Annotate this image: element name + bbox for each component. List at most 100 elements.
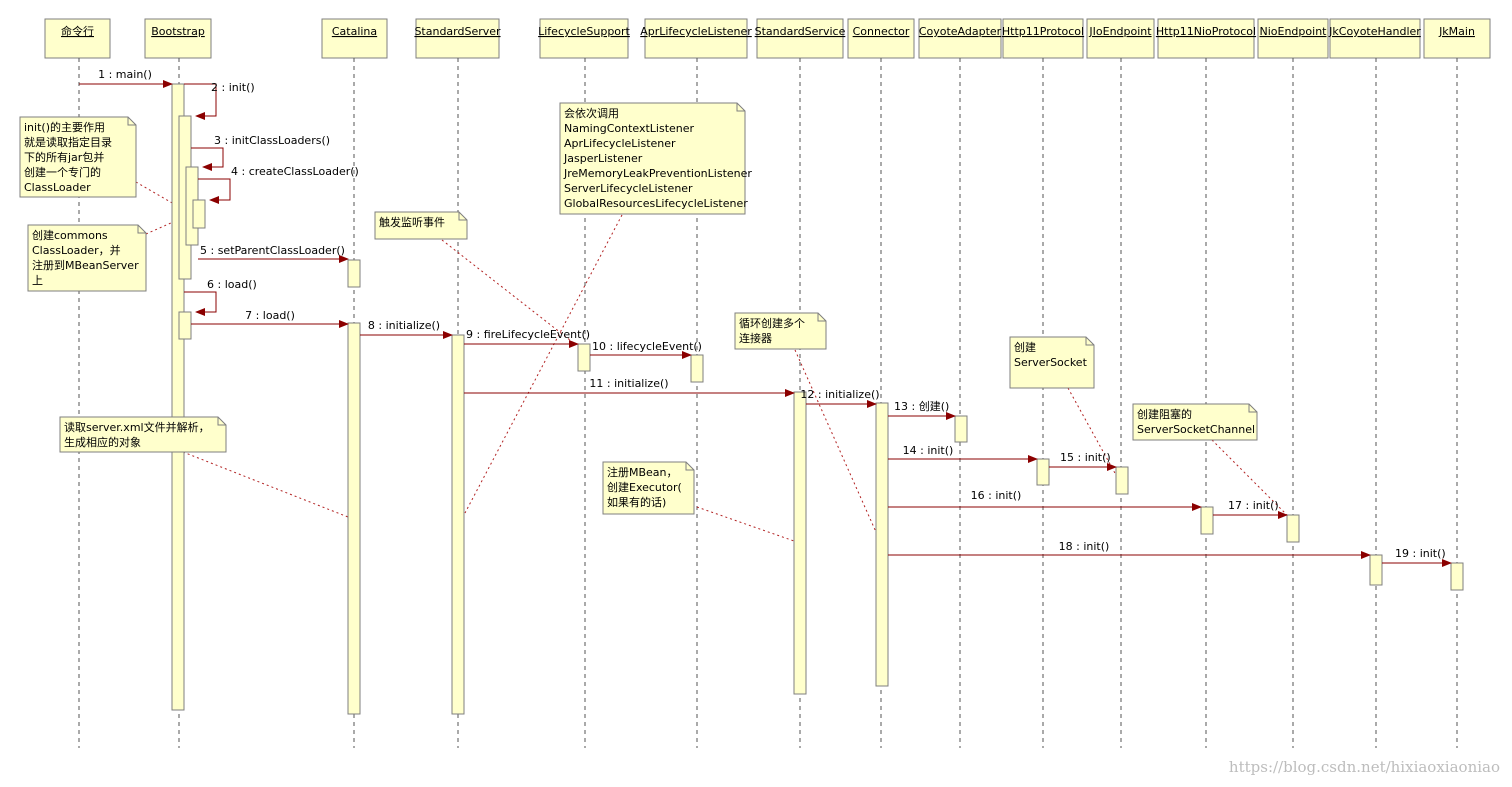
note-7: 创建阻塞的 ServerSocketChannel [1132,403,1258,441]
lifeline-box-connector [847,18,915,59]
note-9: 注册MBean，创建Executor(如果有的话) [602,461,695,515]
lifeline-box-standardservice [756,18,844,59]
self-message-arrow [184,291,217,316]
message-label: 7 : load() [245,309,295,322]
activation-bar [1200,506,1214,535]
note-fold [1085,337,1094,346]
activation-bar [347,259,361,288]
message-label: 9 : fireLifecycleEvent() [466,328,590,341]
note-line: JreMemoryLeakPreventionListener [563,167,752,180]
activation-bar [451,334,465,715]
note-line: 注册MBean， [607,465,678,479]
activation-bar [793,391,807,695]
lifeline-name: JkCoyoteHandler [1328,25,1421,38]
message-4: 4 : createClassLoader() [198,165,359,204]
message-label: 5 : setParentClassLoader() [200,244,345,257]
note-fold [817,313,826,322]
activation-bar [192,199,206,229]
note-line: 创建阻塞的 [1137,407,1192,421]
note-line: AprLifecycleListener [564,137,676,150]
note-line: 上 [32,274,43,287]
lifeline-name: AprLifecycleListener [640,25,752,38]
note-connector [182,451,349,518]
message-12: 12 : initialize() [800,388,880,408]
note-connector [1067,387,1117,476]
message-label: 4 : createClassLoader() [231,165,359,178]
message-6: 6 : load() [184,278,257,316]
message-15: 15 : init() [1049,451,1117,471]
lifeline-name: StandardServer [414,25,501,38]
note-line: ServerLifecycleListener [564,182,693,195]
note-box [27,224,147,292]
note-8: 读取server.xml文件并解析，生成相应的对象 [59,416,227,453]
note-box [602,461,695,515]
note-line: GlobalResourcesLifecycleListener [564,197,748,210]
note-box [1009,336,1095,389]
note-line: 读取server.xml文件并解析， [64,420,210,434]
message-label: 3 : initClassLoaders() [214,134,330,147]
note-line: 会依次调用 [564,106,619,120]
note-line: 创建commons [32,228,108,242]
note-line: 创建 [1014,340,1036,354]
note-line: 循环创建多个 [739,316,805,330]
activation-bar [577,343,591,372]
activation-bar [1369,554,1383,586]
activation-bar [875,402,889,687]
lifeline-box-standardserver [415,18,500,59]
message-3: 3 : initClassLoaders() [191,134,330,171]
activation-bar [690,354,704,383]
lifeline-box-http11nioprotocol [1157,18,1255,59]
note-line: 如果有的话) [607,495,666,509]
lifeline-name: Http11NioProtocol [1156,25,1256,38]
activation-bar [1286,514,1300,543]
message-label: 16 : init() [971,489,1022,502]
lifeline-name: Connector [853,25,910,38]
note-line: NamingContextListener [564,122,695,135]
message-18: 18 : init() [888,540,1371,559]
message-label: 8 : initialize() [368,319,440,332]
note-fold [127,117,136,126]
lifeline-name: CoyoteAdapter [919,25,1002,38]
note-box [1132,403,1258,441]
note-box [559,102,746,215]
message-10: 10 : lifecycleEvent() [590,340,702,359]
activation-bar [178,311,192,340]
note-fold [137,225,146,234]
lifeline-name: LifecycleSupport [538,25,630,38]
note-box [19,116,137,198]
lifeline-name: NioEndpoint [1260,25,1328,38]
note-line: 创建Executor( [607,480,682,494]
note-line: ServerSocketChannel [1137,423,1255,436]
activation-bar [954,415,968,443]
note-line: ClassLoader，并 [32,243,121,257]
activation-bar [1036,458,1050,486]
message-label: 1 : main() [98,68,152,81]
message-19: 19 : init() [1382,547,1452,567]
note-line: 下的所有jar包并 [24,150,104,164]
message-9: 9 : fireLifecycleEvent() [464,328,590,348]
lifeline-box-catalina [321,18,388,59]
lifeline-name: 命令行 [61,24,94,38]
lifeline-box-jioendpoint [1086,18,1155,59]
note-connector [135,181,199,219]
lifeline-name: JkMain [1438,25,1475,38]
activation-bar [347,322,361,715]
note-4: 会依次调用 NamingContextListenerAprLifecycleLi… [559,102,752,215]
message-label: 6 : load() [207,278,257,291]
note-line: 注册到MBeanServer [32,258,139,272]
note-box [59,416,227,453]
note-connector [696,506,795,542]
note-1: init()的主要作用就是读取指定目录下的所有jar包并创建一个专门的Class… [19,116,137,198]
note-line: ServerSocket [1014,356,1088,369]
message-label: 17 : init() [1228,499,1279,512]
note-fold [217,417,226,426]
note-connector [441,239,576,345]
note-connector [794,349,877,533]
message-label: 19 : init() [1395,547,1446,560]
lifeline-box-aprlifecyclelistener [644,18,748,59]
self-message-arrow [184,83,217,120]
message-17: 17 : init() [1213,499,1288,519]
message-2: 2 : init() [184,81,255,120]
